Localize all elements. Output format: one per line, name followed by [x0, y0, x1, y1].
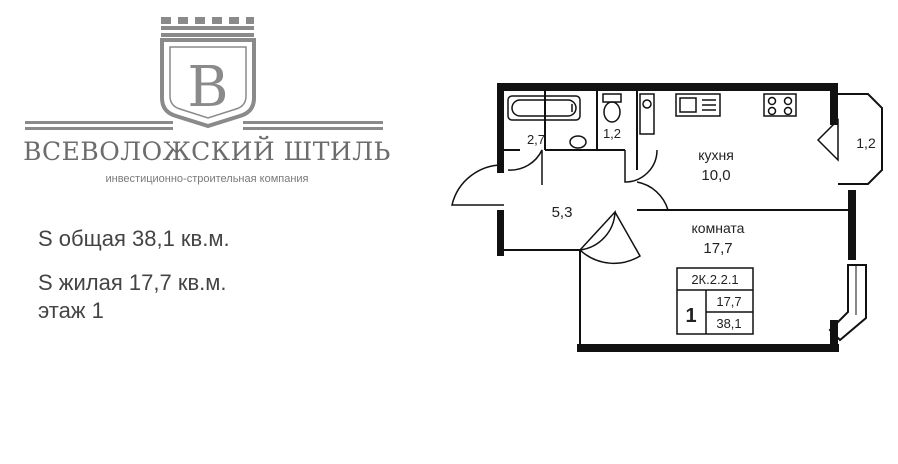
bathtub-icon: [507, 95, 581, 121]
hall-area-label: 5,3: [552, 204, 573, 221]
logo-letter: В: [187, 55, 228, 120]
stamp-living-area: 17,7: [716, 294, 741, 309]
plan-stamp: 2К.2.2.1 1 17,7 38,1: [676, 267, 754, 335]
floor-text: этаж 1: [38, 298, 104, 323]
balcony-area-label: 1,2: [856, 135, 876, 151]
kitchen-fixtures: [639, 93, 797, 135]
balcony-outline: [838, 93, 883, 185]
stamp-code: 2К.2.2.1: [691, 272, 738, 287]
living-area-text: S жилая 17,7 кв.м.: [38, 270, 227, 295]
washbasin-icon: [569, 135, 587, 149]
window-bay: [828, 264, 867, 342]
toilet-area-label: 1,2: [603, 126, 621, 141]
bathroom-area-label: 2,7: [527, 132, 545, 147]
logo-rules: [25, 121, 383, 130]
shield-icon: [160, 38, 256, 129]
room-area-label: 17,7: [703, 240, 732, 257]
stamp-rooms-count: 1: [685, 305, 696, 327]
brand-name: ВСЕВОЛОЖСКИЙ ШТИЛЬ: [23, 137, 391, 166]
toilet-icon: [602, 93, 622, 123]
kitchen-area-label: 10,0: [701, 167, 730, 184]
logo-battlements: [161, 17, 254, 37]
doors: [451, 149, 670, 265]
company-logo: В: [25, 17, 383, 130]
brand-tagline: инвестиционно-строительная компания: [105, 173, 309, 185]
room-label: комната: [692, 220, 745, 236]
stamp-total-area: 38,1: [716, 316, 741, 331]
total-area-text: S общая 38,1 кв.м.: [38, 226, 230, 251]
kitchen-label: кухня: [698, 147, 734, 163]
